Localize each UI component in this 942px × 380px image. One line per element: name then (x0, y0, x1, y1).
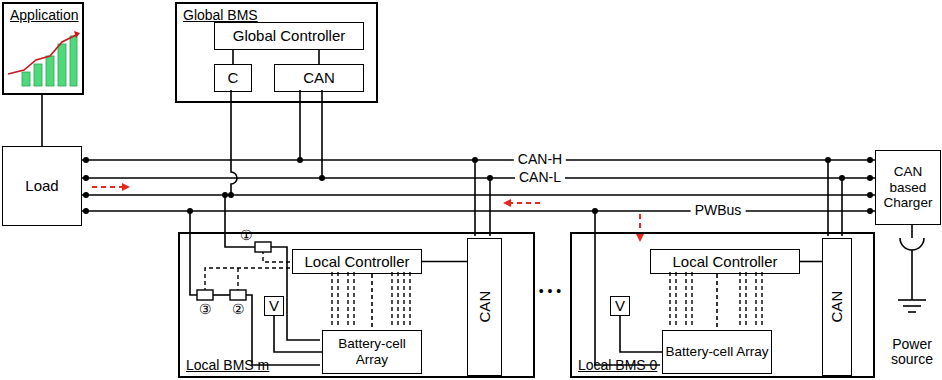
local-m-wires (190, 160, 490, 365)
chart-illustration (8, 31, 80, 86)
junction-dots (83, 157, 873, 214)
bus-lines (82, 160, 875, 211)
signal-name: CAN-L (515, 170, 565, 185)
box-title: Application (10, 7, 79, 23)
connector (274, 316, 322, 352)
box-title: Global BMS (183, 7, 258, 23)
local-bms-box: Local BMS 0 Local ControllerV Battery-cell… (570, 232, 875, 378)
box-label: V (269, 297, 279, 314)
process-box: Local Controller (650, 249, 800, 274)
box-label: CAN (476, 291, 493, 323)
callout-number: ② (232, 302, 245, 317)
battery-box: Battery-cell Array (662, 330, 772, 374)
connector (800, 261, 822, 263)
power-source-label: Power source (884, 337, 940, 368)
box-label: Global Controller (233, 27, 346, 44)
box-title: Local BMS m (186, 357, 269, 373)
application-box: Application (2, 2, 84, 95)
box-label: Local Controller (672, 253, 777, 270)
switch-symbol (197, 242, 271, 300)
signal-name: PWBus (691, 203, 746, 218)
global-bms-box: Global BMS Global ControllerC CAN (175, 2, 378, 103)
connector (422, 261, 467, 263)
can-box: CAN (822, 238, 852, 376)
charger-box: CAN based Charger (875, 150, 941, 225)
process-box: C (214, 64, 252, 92)
box-label: CAN (828, 291, 845, 323)
box-label: Battery-cell Array (666, 344, 769, 360)
battery-box: Battery-cell Array (322, 330, 422, 374)
box-label: Battery-cell Array (323, 336, 421, 367)
process-box: Local Controller (292, 249, 422, 274)
connector (41, 95, 43, 146)
box-label: Load (25, 177, 58, 194)
voltmeter-box: V (264, 296, 284, 316)
local-0-wires (595, 160, 842, 365)
process-box: Global Controller (214, 22, 364, 50)
ellipsis: • • • (539, 284, 561, 299)
voltmeter-box: V (610, 296, 630, 316)
box-label: CAN based Charger (876, 164, 940, 211)
box-label: Local Controller (304, 253, 409, 270)
process-box: CAN (274, 64, 364, 92)
box-label: CAN (303, 69, 335, 86)
box-title: Local BMS 0 (578, 357, 657, 373)
signal-name: CAN-H (514, 152, 566, 167)
box-label: C (228, 69, 239, 86)
callout-number: ① (240, 228, 253, 243)
box-label: V (615, 297, 625, 314)
connector (620, 316, 662, 352)
connector (232, 50, 234, 64)
control-connector (371, 274, 373, 330)
can-box: CAN (467, 238, 502, 376)
control-connector (716, 274, 718, 330)
load-box: Load (2, 146, 82, 226)
global-wires (231, 90, 322, 195)
callout-number: ③ (199, 302, 212, 317)
connector (318, 50, 320, 64)
ground-symbol (898, 225, 926, 312)
